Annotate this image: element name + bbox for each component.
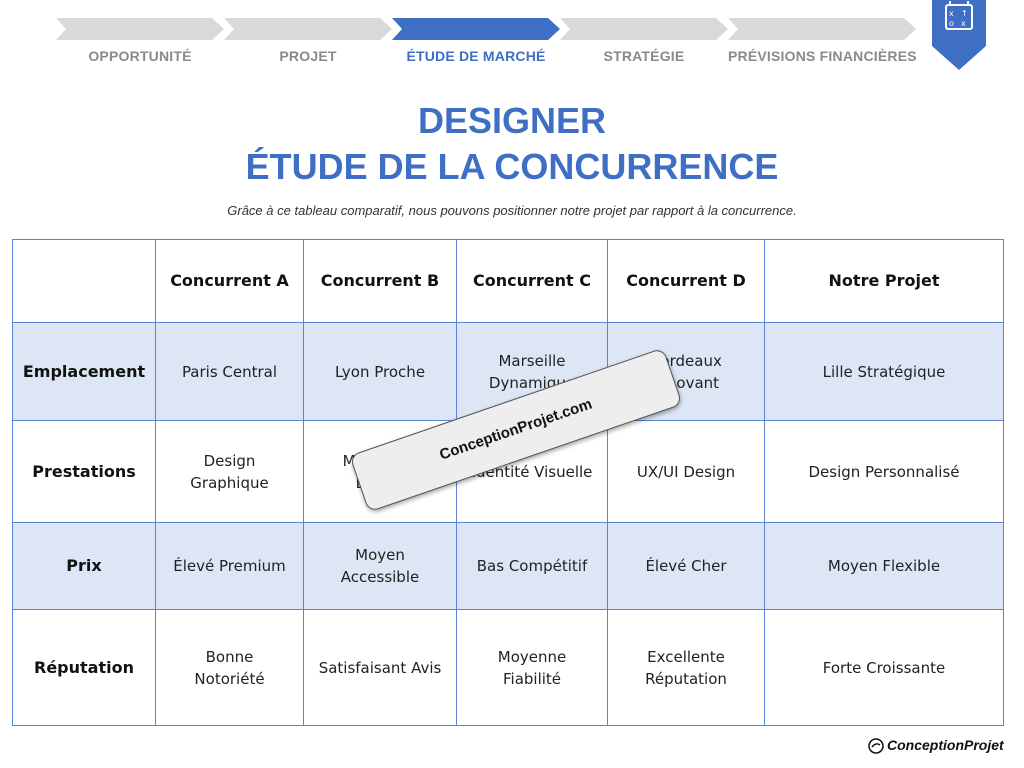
- table-row: Emplacement Paris Central Lyon Proche Ma…: [12, 322, 1004, 421]
- table-cell: Satisfaisant Avis: [303, 609, 457, 726]
- table-row: Réputation Bonne Notoriété Satisfaisant …: [12, 609, 1004, 726]
- step-opportunite[interactable]: OPPORTUNITÉ: [56, 18, 224, 70]
- cell-text: Design Graphique: [190, 451, 269, 492]
- table-cell: Forte Croissante: [764, 609, 1004, 726]
- step-label: OPPORTUNITÉ: [88, 48, 192, 64]
- table-cell: Design Graphique: [155, 420, 304, 523]
- row-label: Prestations: [12, 420, 156, 523]
- table-header-row: Concurrent A Concurrent B Concurrent C C…: [12, 239, 1004, 323]
- cell-text: Excellente Réputation: [645, 647, 727, 688]
- table-cell: Bonne Notoriété: [155, 609, 304, 726]
- step-arrow: [728, 18, 916, 40]
- competitor-table: Concurrent A Concurrent B Concurrent C C…: [12, 239, 1004, 726]
- header-concurrent-c: Concurrent C: [456, 239, 608, 323]
- header-concurrent-a: Concurrent A: [155, 239, 304, 323]
- footer-logo: ConceptionProjet: [868, 737, 1008, 759]
- table-cell: Moyen Accessible: [303, 522, 457, 610]
- cell-text: Moyenne Fiabilité: [497, 647, 567, 688]
- svg-text:↑: ↑: [961, 9, 968, 18]
- table-cell: Élevé Cher: [607, 522, 765, 610]
- table-cell: Excellente Réputation: [607, 609, 765, 726]
- table-cell: Lille Stratégique: [764, 322, 1004, 421]
- cell-text: Moyen Accessible: [340, 546, 420, 586]
- step-previsions-financieres[interactable]: PRÉVISIONS FINANCIÈRES: [728, 18, 917, 70]
- svg-text:o: o: [949, 19, 954, 28]
- table-cell: Paris Central: [155, 322, 304, 421]
- header-concurrent-d: Concurrent D: [607, 239, 765, 323]
- step-etude-de-marche[interactable]: ÉTUDE DE MARCHÉ: [392, 18, 560, 70]
- step-label: STRATÉGIE: [603, 48, 685, 64]
- header-concurrent-b: Concurrent B: [303, 239, 457, 323]
- svg-text:x: x: [961, 19, 966, 28]
- row-label: Réputation: [12, 609, 156, 726]
- title-line-2: ÉTUDE DE LA CONCURRENCE: [245, 146, 779, 187]
- logo-icon: [868, 738, 884, 755]
- step-arrow: [224, 18, 392, 40]
- step-strategie[interactable]: STRATÉGIE: [560, 18, 728, 70]
- table-row: Prix Élevé Premium Moyen Accessible Bas …: [12, 522, 1004, 610]
- table-cell: UX/UI Design: [607, 420, 765, 523]
- step-arrow: [56, 18, 224, 40]
- footer-logo-text: ConceptionProjet: [887, 737, 1004, 753]
- table-cell: Moyen Flexible: [764, 522, 1004, 610]
- strategy-board-icon: x ↑ o x: [932, 0, 986, 70]
- page-title: DESIGNER ÉTUDE DE LA CONCURRENCE: [0, 98, 1024, 190]
- step-arrow: [392, 18, 560, 40]
- step-label: PRÉVISIONS FINANCIÈRES: [728, 48, 917, 64]
- header-empty: [12, 239, 156, 323]
- cell-text: Bonne Notoriété: [194, 647, 265, 688]
- table-cell: Moyenne Fiabilité: [456, 609, 608, 726]
- row-label: Emplacement: [12, 322, 156, 421]
- row-label: Prix: [12, 522, 156, 610]
- table-cell: Design Personnalisé: [764, 420, 1004, 523]
- header-notre-projet: Notre Projet: [764, 239, 1004, 323]
- table-cell: Élevé Premium: [155, 522, 304, 610]
- title-line-1: DESIGNER: [417, 100, 607, 141]
- step-label: PROJET: [279, 48, 337, 64]
- table-cell: Bas Compétitif: [456, 522, 608, 610]
- svg-text:x: x: [949, 9, 954, 18]
- table-cell: Lyon Proche: [303, 322, 457, 421]
- bookmark-badge: x ↑ o x: [932, 0, 986, 72]
- progress-steps: OPPORTUNITÉ PROJET ÉTUDE DE MARCHÉ STRAT…: [56, 18, 917, 70]
- step-label: ÉTUDE DE MARCHÉ: [406, 48, 546, 64]
- step-arrow: [560, 18, 728, 40]
- step-projet[interactable]: PROJET: [224, 18, 392, 70]
- page-subtitle: Grâce à ce tableau comparatif, nous pouv…: [227, 203, 797, 218]
